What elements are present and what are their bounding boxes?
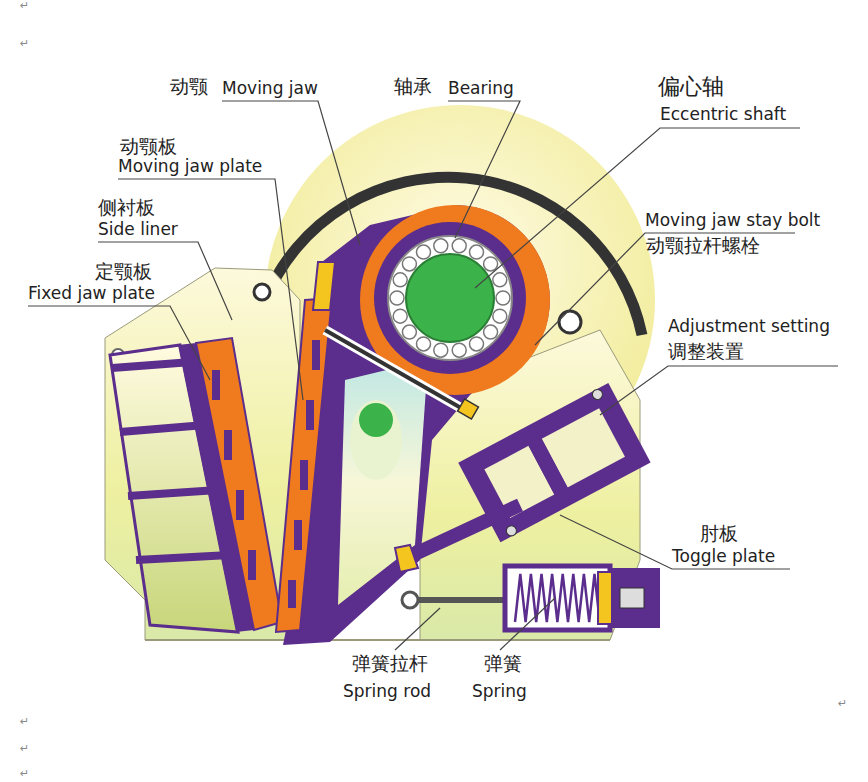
spring-housing	[505, 566, 610, 630]
roller	[393, 273, 407, 287]
part-label: Toggle plate	[672, 547, 775, 567]
part-label: 肘板	[700, 523, 738, 545]
leader-lines	[28, 101, 838, 650]
roller	[470, 337, 484, 351]
leader-line	[448, 101, 520, 238]
moving-jaw-pin	[359, 403, 393, 437]
part-label: 动颚	[170, 76, 208, 98]
roller	[393, 309, 407, 323]
roller	[470, 245, 484, 259]
part-label: 弹簧	[484, 653, 522, 675]
part-label: 动颚板	[120, 136, 177, 158]
part-label: Spring rod	[343, 682, 431, 702]
roller	[434, 239, 448, 253]
stay-bolt-eye	[559, 311, 581, 333]
toggle-plate	[402, 505, 520, 560]
part-label: Spring	[472, 682, 527, 702]
eccentric-shaft	[406, 254, 494, 342]
stay-bolt-gap	[325, 330, 468, 412]
spring-washer	[598, 572, 612, 624]
roller	[493, 309, 507, 323]
part-label: 调整装置	[668, 341, 744, 363]
toggle-seat	[395, 545, 418, 572]
spring-rod-eye	[402, 592, 418, 608]
leader-line	[395, 608, 440, 650]
frame-base	[145, 639, 610, 641]
bearing-housing	[374, 222, 526, 374]
roller	[390, 291, 404, 305]
roller	[484, 325, 498, 339]
leader-line	[28, 306, 210, 380]
paragraph-mark: ↵	[20, 743, 29, 756]
paragraph-mark: ↵	[20, 768, 29, 781]
roller	[452, 239, 466, 253]
moving-jaw-window	[350, 400, 402, 480]
leader-line	[500, 598, 555, 650]
part-label: 动颚拉杆螺栓	[646, 235, 760, 257]
bearing-rollers	[390, 239, 510, 357]
part-label: 轴承	[394, 76, 432, 98]
stay-bolt	[325, 330, 468, 412]
roller	[434, 343, 448, 357]
part-label: 偏心轴	[658, 74, 724, 99]
spring-cap	[612, 568, 660, 628]
spring-nut	[620, 588, 644, 608]
frame-cheek	[105, 268, 300, 640]
moving-jaw-plate	[276, 298, 332, 632]
roller	[496, 291, 510, 305]
part-label: Side liner	[98, 220, 178, 240]
side-liner-top	[313, 262, 335, 310]
part-label: Moving jaw stay bolt	[645, 211, 820, 231]
roller	[402, 257, 416, 271]
roller	[484, 257, 498, 271]
moving-jaw-teeth	[288, 340, 320, 608]
part-label: 侧衬板	[98, 197, 155, 219]
part-label: Moving jaw	[222, 79, 318, 99]
paragraph-mark: ↵	[20, 38, 29, 51]
part-label: Fixed jaw plate	[28, 284, 155, 304]
fixed-jaw-teeth	[212, 370, 256, 580]
part-label: Bearing	[448, 79, 514, 99]
roller	[417, 245, 431, 259]
paragraph-mark: ↵	[838, 698, 847, 711]
leader-line	[600, 366, 838, 415]
part-label: 弹簧拉杆	[352, 653, 428, 675]
bearing	[388, 236, 512, 360]
part-label: Adjustment setting	[668, 317, 830, 337]
paragraph-mark: ↵	[20, 0, 29, 13]
part-label: Eccentric shaft	[660, 105, 786, 125]
leader-line	[475, 128, 800, 288]
roller	[417, 337, 431, 351]
spring-coil	[515, 574, 600, 622]
roller	[402, 325, 416, 339]
part-label: Moving jaw plate	[118, 157, 262, 177]
paragraph-mark: ↵	[20, 716, 29, 729]
part-label: 定颚板	[95, 261, 152, 283]
moving-jaw-web	[338, 360, 428, 605]
frame-pivot	[254, 284, 270, 300]
fixed-jaw-plate	[196, 338, 282, 630]
roller	[493, 273, 507, 287]
leader-line	[560, 515, 790, 569]
stay-bolt-nut	[458, 399, 479, 419]
roller	[452, 343, 466, 357]
